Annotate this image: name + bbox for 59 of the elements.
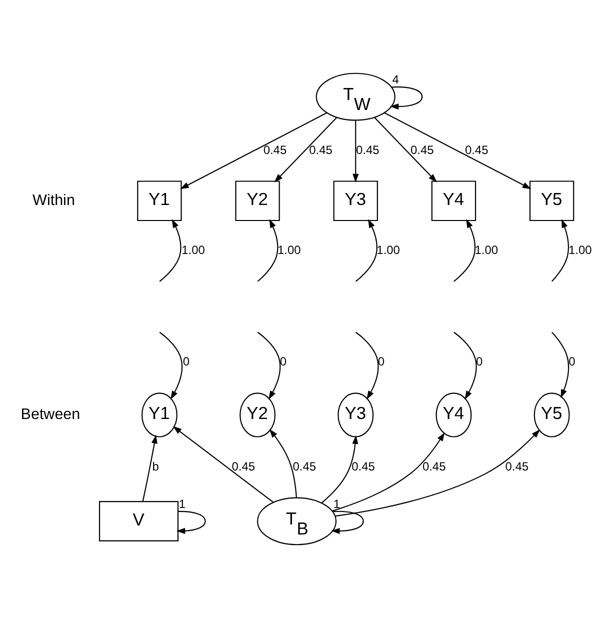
arrow [355,218,378,282]
arrow [257,218,278,282]
edge-label: 1.00 [278,242,301,257]
node-box: V [98,500,179,541]
node-ellipse: Y5 [534,392,570,437]
edge-label: 0.45 [263,142,287,156]
edge-label: 0 [378,354,385,368]
edge-label: 0.45 [232,458,256,473]
node-box: Y4 [431,180,476,221]
node-ellipse: Y1 [141,392,178,437]
arrow [269,428,297,498]
node-box: Y3 [333,180,378,221]
arrow [390,86,423,110]
arrow [454,331,477,400]
arrow [355,331,379,400]
node-box: Y2 [235,180,280,221]
label: Between [20,405,80,422]
arrow [335,428,540,516]
arrow [454,218,476,282]
arrow [176,510,206,534]
label: Within [32,191,75,208]
edge-label: 0.45 [505,458,529,473]
arrow [384,112,532,189]
edge-label: 1.00 [568,242,592,257]
arrow [159,331,183,400]
arrow [274,116,338,182]
edge-label: 0.45 [356,142,380,156]
edge-label: 0.45 [464,142,488,156]
edge-label: 0.45 [292,458,316,473]
edge-label: 0 [182,354,190,368]
edge-label: 0.45 [352,458,375,473]
arrow [374,116,437,182]
edge-label: 0 [476,354,483,368]
edge-label: 1.00 [182,242,205,257]
arrow [332,432,445,511]
edge-label: 1.00 [376,242,400,257]
arrow [142,434,158,501]
node-ellipse: Y4 [436,392,472,437]
arrow [180,112,327,189]
arrow [331,510,364,534]
edge-label: 0 [280,354,286,368]
node-box: Y1 [137,180,182,221]
edge-label: 0.45 [410,142,434,156]
edge-label: 0.45 [309,142,332,156]
node-ellipse: Y3 [338,392,374,437]
edge-label: 0 [568,354,576,368]
edge-label: b [152,458,159,473]
edge-label: 1.00 [474,242,498,257]
arrow [552,331,570,398]
arrow [321,434,358,503]
edge-label: 0.45 [422,458,446,473]
arrow [172,426,274,502]
arrow [352,120,359,182]
node-box: Y5 [529,180,574,221]
edge-label: 1 [178,496,186,510]
arrow [257,331,281,400]
node-ellipse: Y2 [240,392,276,437]
arrow [159,218,182,282]
arrow [552,218,569,282]
